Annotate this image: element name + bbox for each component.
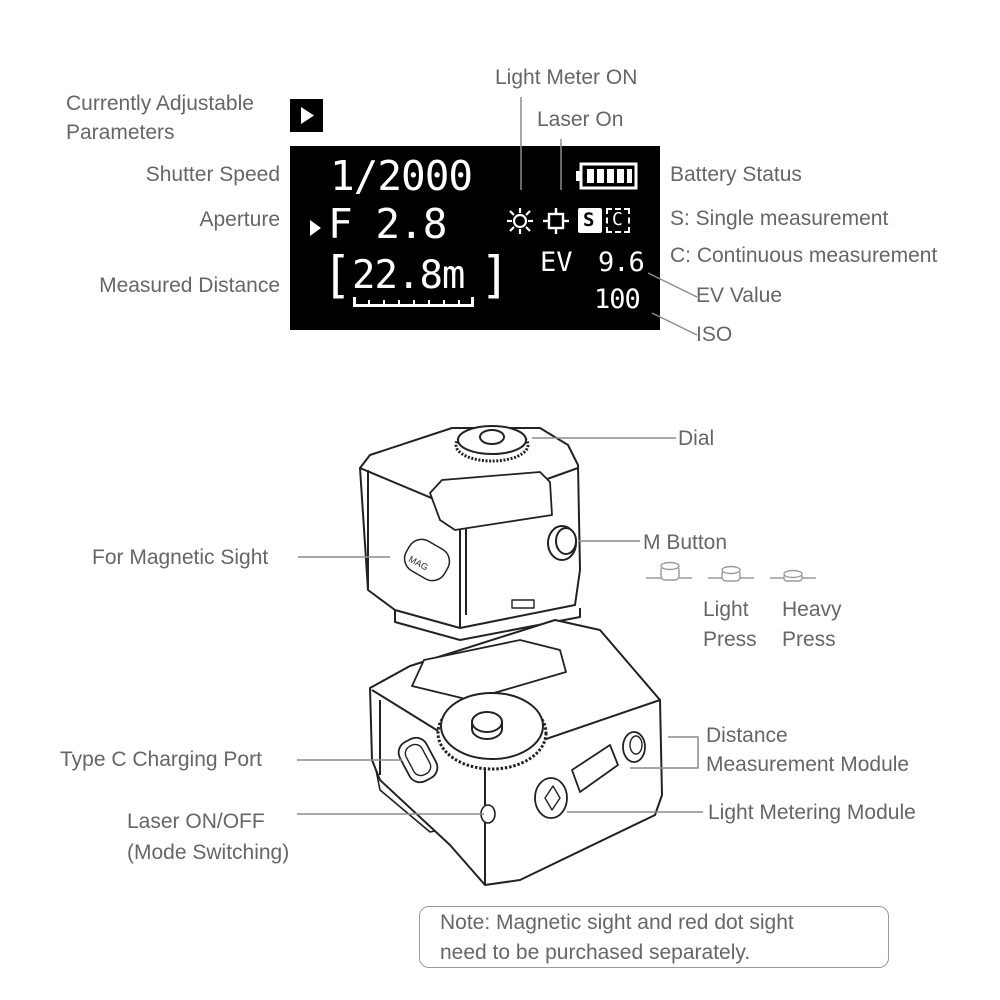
single-mode-letter: S [583, 209, 595, 231]
lower-dial-icon [436, 692, 548, 771]
measured-distance-label: Measured Distance [99, 274, 280, 297]
continuous-measurement-label: C: Continuous measurement [670, 244, 938, 267]
button-heavy-press-icon [770, 569, 816, 582]
continuous-mode-letter: C [612, 209, 623, 230]
continuous-mode-badge: C [606, 208, 630, 233]
aperture-label: Aperture [199, 208, 280, 231]
lcd-display: 1/2000 F 2.8 [ 22.8m ] [290, 146, 660, 330]
laser-onoff-label-line2: (Mode Switching) [127, 841, 290, 864]
distance-module-label-line1: Distance [706, 724, 788, 747]
heavy-press-label-line2: Press [782, 628, 836, 651]
button-normal-icon [646, 561, 692, 581]
m-button-icon [547, 525, 577, 561]
ev-number: 9.6 [598, 247, 645, 278]
adjustable-params-label-line2: Parameters [66, 121, 175, 144]
battery-icon [576, 162, 638, 190]
button-light-press-icon [708, 565, 754, 582]
distance-module-leader [630, 736, 699, 769]
distance-bracket-right: ] [480, 246, 511, 304]
aperture-value: F 2.8 [328, 200, 447, 248]
light-metering-label: Light Metering Module [708, 801, 916, 824]
selector-indicator-box [290, 99, 323, 132]
battery-status-label: Battery Status [670, 163, 802, 186]
laser-on-label: Laser On [537, 108, 624, 131]
heavy-press-label-line1: Heavy [782, 598, 842, 621]
iso-number: 100 [594, 284, 641, 315]
light-meter-on-label: Light Meter ON [495, 66, 638, 89]
sun-icon [507, 208, 533, 234]
aperture-selector-icon [310, 220, 321, 236]
single-mode-badge: S [578, 208, 602, 233]
dial-top-icon [454, 425, 530, 463]
m-button-label: M Button [643, 531, 728, 554]
distance-module-label-line2: Measurement Module [706, 753, 910, 776]
upper-device-illustration [359, 427, 581, 641]
note-line-1: Note: Magnetic sight and red dot sight [440, 911, 794, 934]
iso-label: ISO [696, 323, 733, 346]
ev-leader [647, 272, 698, 298]
play-triangle-icon [301, 107, 314, 124]
dial-label: Dial [678, 427, 715, 450]
adjustable-params-label-line1: Currently Adjustable [66, 92, 254, 115]
purchase-note: Note: Magnetic sight and red dot sight n… [419, 906, 889, 968]
iso-leader [651, 312, 698, 336]
single-measurement-label: S: Single measurement [670, 207, 889, 230]
light-press-label-line2: Press [703, 628, 757, 651]
magnetic-sight-label: For Magnetic Sight [92, 546, 269, 569]
type-c-port-label: Type C Charging Port [60, 748, 262, 771]
distance-bracket-left: [ [322, 246, 353, 304]
note-line-2: need to be purchased separately. [440, 941, 751, 964]
ev-text: EV [540, 247, 573, 278]
shutter-speed-label: Shutter Speed [145, 163, 280, 186]
shutter-speed-value: 1/2000 [330, 152, 473, 200]
laser-onoff-label-line1: Laser ON/OFF [127, 810, 265, 833]
crosshair-icon [543, 208, 569, 234]
light-press-label-line1: Light [703, 598, 749, 621]
distance-value: 22.8m [352, 253, 465, 298]
ev-value-label: EV Value [696, 284, 782, 307]
distance-scale-bar [353, 297, 474, 307]
